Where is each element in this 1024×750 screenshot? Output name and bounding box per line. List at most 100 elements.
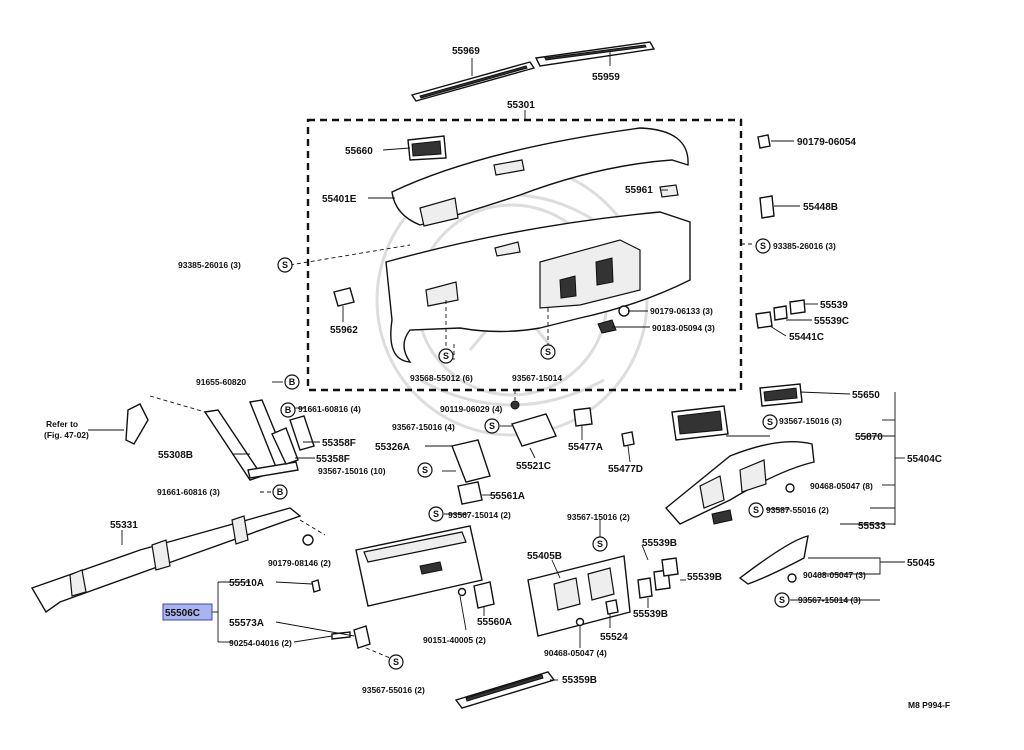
callout-90254-04016[interactable]: 90254-04016 (2): [229, 638, 292, 648]
callout-93567-15014-3[interactable]: 93567-15014 (3): [798, 595, 861, 605]
callout-93567-15016-10[interactable]: 93567-15016 (10): [318, 466, 386, 476]
part-instrument-panel[interactable]: [385, 211, 691, 363]
part-55358F-brace[interactable]: [271, 415, 315, 465]
callout-55358F-a[interactable]: 55358F: [322, 438, 356, 449]
part-55959-defroster-right[interactable]: [534, 41, 656, 67]
callout-90468-05047-4[interactable]: 90468-05047 (4): [544, 648, 607, 658]
callout-55539B-c[interactable]: 55539B: [633, 609, 668, 620]
callout-55521C[interactable]: 55521C: [516, 461, 551, 472]
callout-55560A[interactable]: 55560A: [477, 617, 512, 628]
part-90468-8-clip[interactable]: [785, 483, 795, 493]
part-90468-3-clip[interactable]: [787, 573, 797, 583]
part-55510A-clip[interactable]: [311, 579, 321, 593]
part-55308B-bracket[interactable]: [203, 399, 299, 481]
callout-93567-15014-top[interactable]: 93567-15014: [512, 373, 562, 383]
part-55359B-trim[interactable]: [454, 671, 556, 709]
part-55962-clip[interactable]: [333, 287, 355, 307]
callout-55962[interactable]: 55962: [330, 325, 358, 336]
selected-part-highlight[interactable]: [162, 603, 213, 621]
part-90151-screw[interactable]: [457, 587, 467, 597]
callout-90151-40005[interactable]: 90151-40005 (2): [423, 635, 486, 645]
part-55477A-cap[interactable]: [573, 407, 593, 427]
callout-91661-60816-3[interactable]: 91661-60816 (3): [157, 487, 220, 497]
callout-90179-08146[interactable]: 90179-08146 (2): [268, 558, 331, 568]
callout-55308B[interactable]: 55308B: [158, 450, 193, 461]
callout-55959[interactable]: 55959: [592, 72, 620, 83]
callout-55961[interactable]: 55961: [625, 185, 653, 196]
part-90119-screw[interactable]: [510, 400, 520, 410]
part-55521C-bracket[interactable]: [511, 413, 557, 447]
callout-93567-15016-2[interactable]: 93567-15016 (2): [567, 512, 630, 522]
callout-55401E[interactable]: 55401E: [322, 194, 357, 205]
part-55404C-cluster-finish[interactable]: [664, 441, 815, 525]
part-55506C-glove-box[interactable]: [355, 525, 483, 607]
callout-55969[interactable]: 55969: [452, 46, 480, 57]
callout-55660[interactable]: 55660: [345, 146, 373, 157]
callout-91661-60816-4[interactable]: 91661-60816 (4): [298, 404, 361, 414]
part-55331-reinforcement[interactable]: [30, 507, 302, 614]
callout-55477D[interactable]: 55477D: [608, 464, 643, 475]
callout-90468-05047-8[interactable]: 90468-05047 (8): [810, 481, 873, 491]
callout-55441C[interactable]: 55441C: [789, 332, 824, 343]
part-55660-vent[interactable]: [407, 135, 447, 161]
callout-93567-15014-2[interactable]: 93567-15014 (2): [448, 510, 511, 520]
callout-55539B-a[interactable]: 55539B: [642, 538, 677, 549]
part-55448B-clip[interactable]: [759, 195, 775, 219]
refer-fig-text[interactable]: (Fig. 47-02): [44, 430, 89, 440]
part-90179-08146-nut[interactable]: [302, 534, 314, 546]
part-55573A-hinge[interactable]: [353, 625, 371, 649]
callout-55539C[interactable]: 55539C: [814, 316, 849, 327]
callout-55331[interactable]: 55331: [110, 520, 138, 531]
callout-55870[interactable]: 55870: [855, 432, 883, 443]
callout-90183-05094[interactable]: 90183-05094 (3): [652, 323, 715, 333]
callout-55573A[interactable]: 55573A: [229, 618, 264, 629]
part-90179-06133-nut[interactable]: [618, 305, 630, 317]
part-55969-defroster-left[interactable]: [410, 61, 536, 102]
callout-55539[interactable]: 55539: [820, 300, 848, 311]
part-90179-06054-nut[interactable]: [757, 134, 771, 149]
part-55401E-upper-pad[interactable]: [391, 127, 689, 227]
callout-93385-right[interactable]: 93385-26016 (3): [773, 241, 836, 251]
callout-55510A[interactable]: 55510A: [229, 578, 264, 589]
callout-55524[interactable]: 55524: [600, 632, 628, 643]
callout-90468-05047-3[interactable]: 90468-05047 (3): [803, 570, 866, 580]
callout-55404C[interactable]: 55404C: [907, 454, 942, 465]
part-55524-cap[interactable]: [605, 599, 619, 615]
callout-91655-60820[interactable]: 91655-60820: [196, 377, 246, 387]
callout-93567-55016[interactable]: 93567-55016 (2): [362, 685, 425, 695]
part-90468-4-clip[interactable]: [575, 617, 585, 627]
callout-93385-left[interactable]: 93385-26016 (3): [178, 260, 241, 270]
part-55326A-bracket[interactable]: [451, 439, 491, 483]
part-55650-vent[interactable]: [759, 383, 803, 407]
part-55539B-switches[interactable]: [637, 557, 679, 599]
callout-55506C[interactable]: 55506C: [165, 608, 200, 619]
callout-55477A[interactable]: 55477A: [568, 442, 603, 453]
callout-90119-06029[interactable]: 90119-06029 (4): [440, 404, 503, 414]
part-90254-pin[interactable]: [331, 631, 351, 640]
callout-93587-55016[interactable]: 93587-55016 (2): [766, 505, 829, 515]
callout-93567-15016-4[interactable]: 93567-15016 (4): [392, 422, 455, 432]
callout-55533[interactable]: 55533: [858, 521, 886, 532]
part-90183-nut[interactable]: [597, 319, 617, 334]
part-55560A-hinge[interactable]: [473, 581, 495, 609]
callout-93567-15016-3[interactable]: 93567-15016 (3): [779, 416, 842, 426]
callout-55650[interactable]: 55650: [852, 390, 880, 401]
callout-90179-06133[interactable]: 90179-06133 (3): [650, 306, 713, 316]
part-55533-clip[interactable]: [711, 509, 733, 525]
part-55539-clips[interactable]: [755, 299, 806, 329]
part-55561A-bracket[interactable]: [457, 481, 483, 505]
part-55405B-panel[interactable]: [527, 555, 631, 637]
part-55045-lower-panel[interactable]: [738, 535, 809, 585]
callout-55359B[interactable]: 55359B: [562, 675, 597, 686]
callout-55405B[interactable]: 55405B: [527, 551, 562, 562]
callout-55045[interactable]: 55045: [907, 558, 935, 569]
callout-93568-55012[interactable]: 93568-55012 (6): [410, 373, 473, 383]
part-refer-bracket[interactable]: [125, 403, 149, 445]
callout-55539B-b[interactable]: 55539B: [687, 572, 722, 583]
callout-55358F-b[interactable]: 55358F: [316, 454, 350, 465]
part-55961-clip[interactable]: [659, 184, 679, 198]
callout-90179-06054[interactable]: 90179-06054: [797, 137, 856, 148]
callout-55448B[interactable]: 55448B: [803, 202, 838, 213]
part-55477D-clip[interactable]: [621, 431, 635, 447]
part-55870-vent[interactable]: [671, 405, 729, 441]
